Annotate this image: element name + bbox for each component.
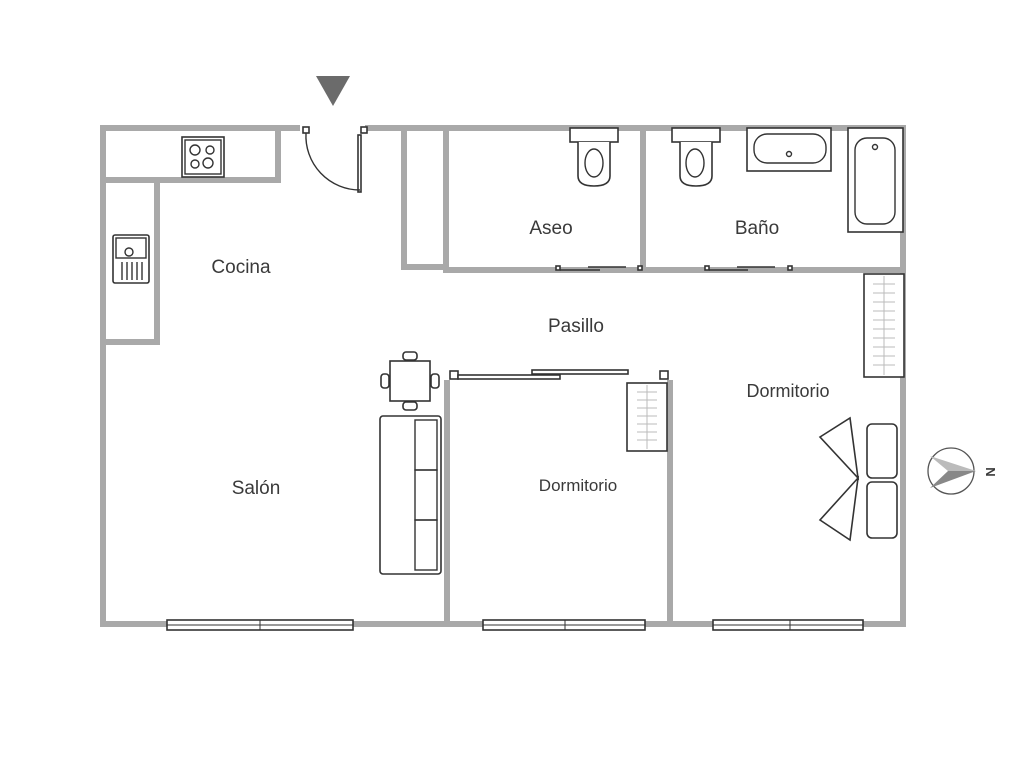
room-label-cocina: Cocina xyxy=(211,257,271,278)
sliding-door[interactable] xyxy=(555,265,643,271)
dining-table-icon xyxy=(380,351,440,411)
entrance-door[interactable] xyxy=(302,126,368,193)
compass-north-label: N xyxy=(983,467,998,476)
room-label-dormitorio: Dormitorio xyxy=(539,476,617,495)
toilet-icon xyxy=(671,127,721,187)
wardrobe-icon xyxy=(863,273,905,378)
window xyxy=(166,619,354,631)
compass-icon: N xyxy=(927,447,998,495)
window xyxy=(712,619,864,631)
bedside-furniture-icon xyxy=(818,416,898,542)
room-label-salon: Salón xyxy=(232,478,281,499)
entrance-arrow-icon xyxy=(316,76,350,106)
sliding-door[interactable] xyxy=(704,265,793,271)
room-label-dormitorio: Dormitorio xyxy=(746,381,829,401)
room-label-bano: Baño xyxy=(735,218,779,239)
bathtub-icon xyxy=(847,127,904,233)
toilet-icon xyxy=(569,127,619,187)
washbasin-icon xyxy=(746,127,832,172)
sliding-door[interactable] xyxy=(449,369,669,380)
cooktop-icon xyxy=(181,136,225,178)
room-label-pasillo: Pasillo xyxy=(548,316,604,337)
window xyxy=(482,619,646,631)
sofa-icon xyxy=(379,415,442,575)
room-label-aseo: Aseo xyxy=(529,218,572,239)
sink-icon xyxy=(112,234,150,284)
wardrobe-icon xyxy=(626,382,668,452)
